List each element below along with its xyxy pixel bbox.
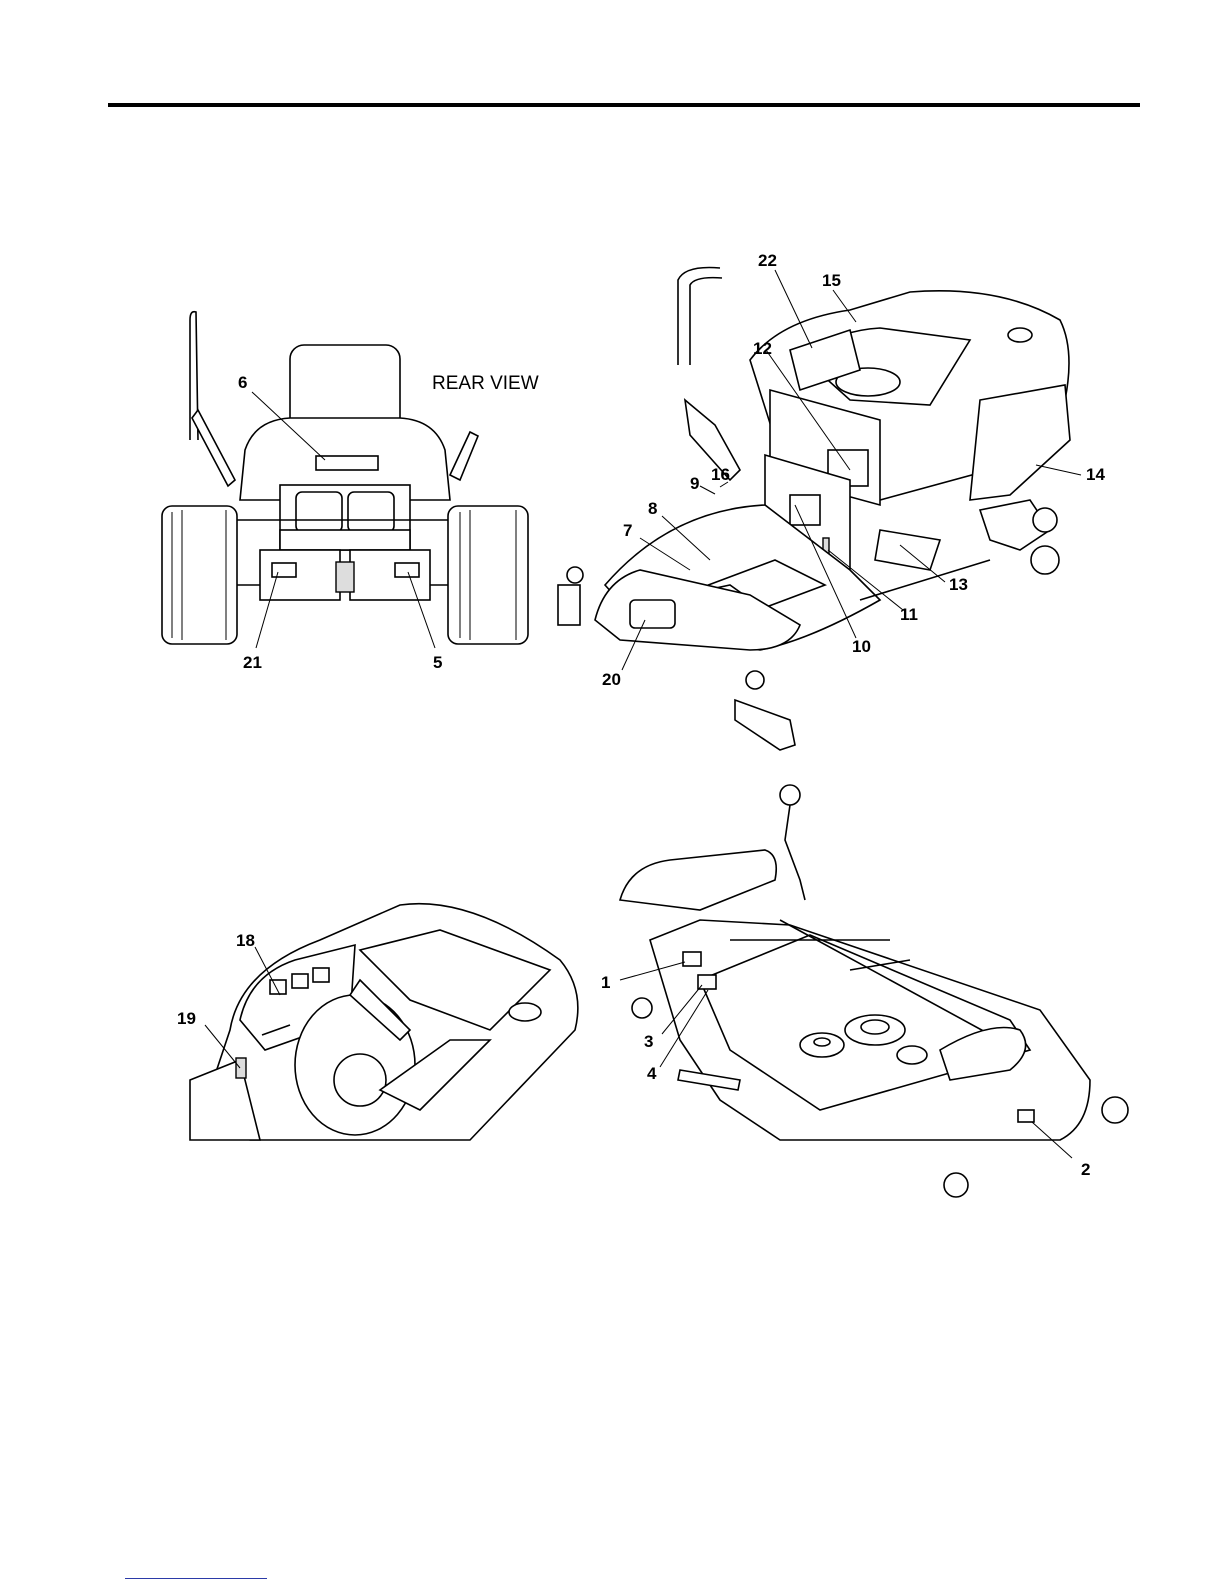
callout-2: 2 — [1081, 1160, 1090, 1179]
callout-19: 19 — [177, 1009, 196, 1028]
callout-14: 14 — [1086, 465, 1105, 484]
mower-front-figure: 22 15 12 16 9 8 7 14 13 11 10 20 — [550, 240, 1120, 760]
callout-6: 6 — [238, 373, 247, 392]
callout-10: 10 — [852, 637, 871, 656]
callout-3: 3 — [644, 1032, 653, 1051]
mower-side-figure: 18 19 — [170, 890, 590, 1140]
callout-18: 18 — [236, 931, 255, 950]
mower-deck-figure: 1 3 4 2 — [590, 780, 1150, 1210]
callout-21: 21 — [243, 653, 262, 672]
callout-7: 7 — [623, 521, 632, 540]
callout-4: 4 — [647, 1064, 657, 1083]
callout-13: 13 — [949, 575, 968, 594]
rear-view-figure: 6 REAR VIEW 21 5 — [150, 300, 540, 680]
callout-16: 16 — [711, 465, 730, 484]
callout-1: 1 — [601, 973, 610, 992]
rear-view-label: REAR VIEW — [432, 373, 539, 394]
callout-5: 5 — [433, 653, 442, 672]
callout-11: 11 — [900, 605, 918, 624]
callout-20: 20 — [602, 670, 621, 689]
header-rule — [108, 103, 1140, 107]
callout-12: 12 — [753, 339, 772, 358]
callout-8: 8 — [648, 499, 657, 518]
footer-link-underline — [125, 1578, 267, 1579]
callout-9: 9 — [690, 474, 699, 493]
callout-22: 22 — [758, 251, 777, 270]
callout-15: 15 — [822, 271, 841, 290]
